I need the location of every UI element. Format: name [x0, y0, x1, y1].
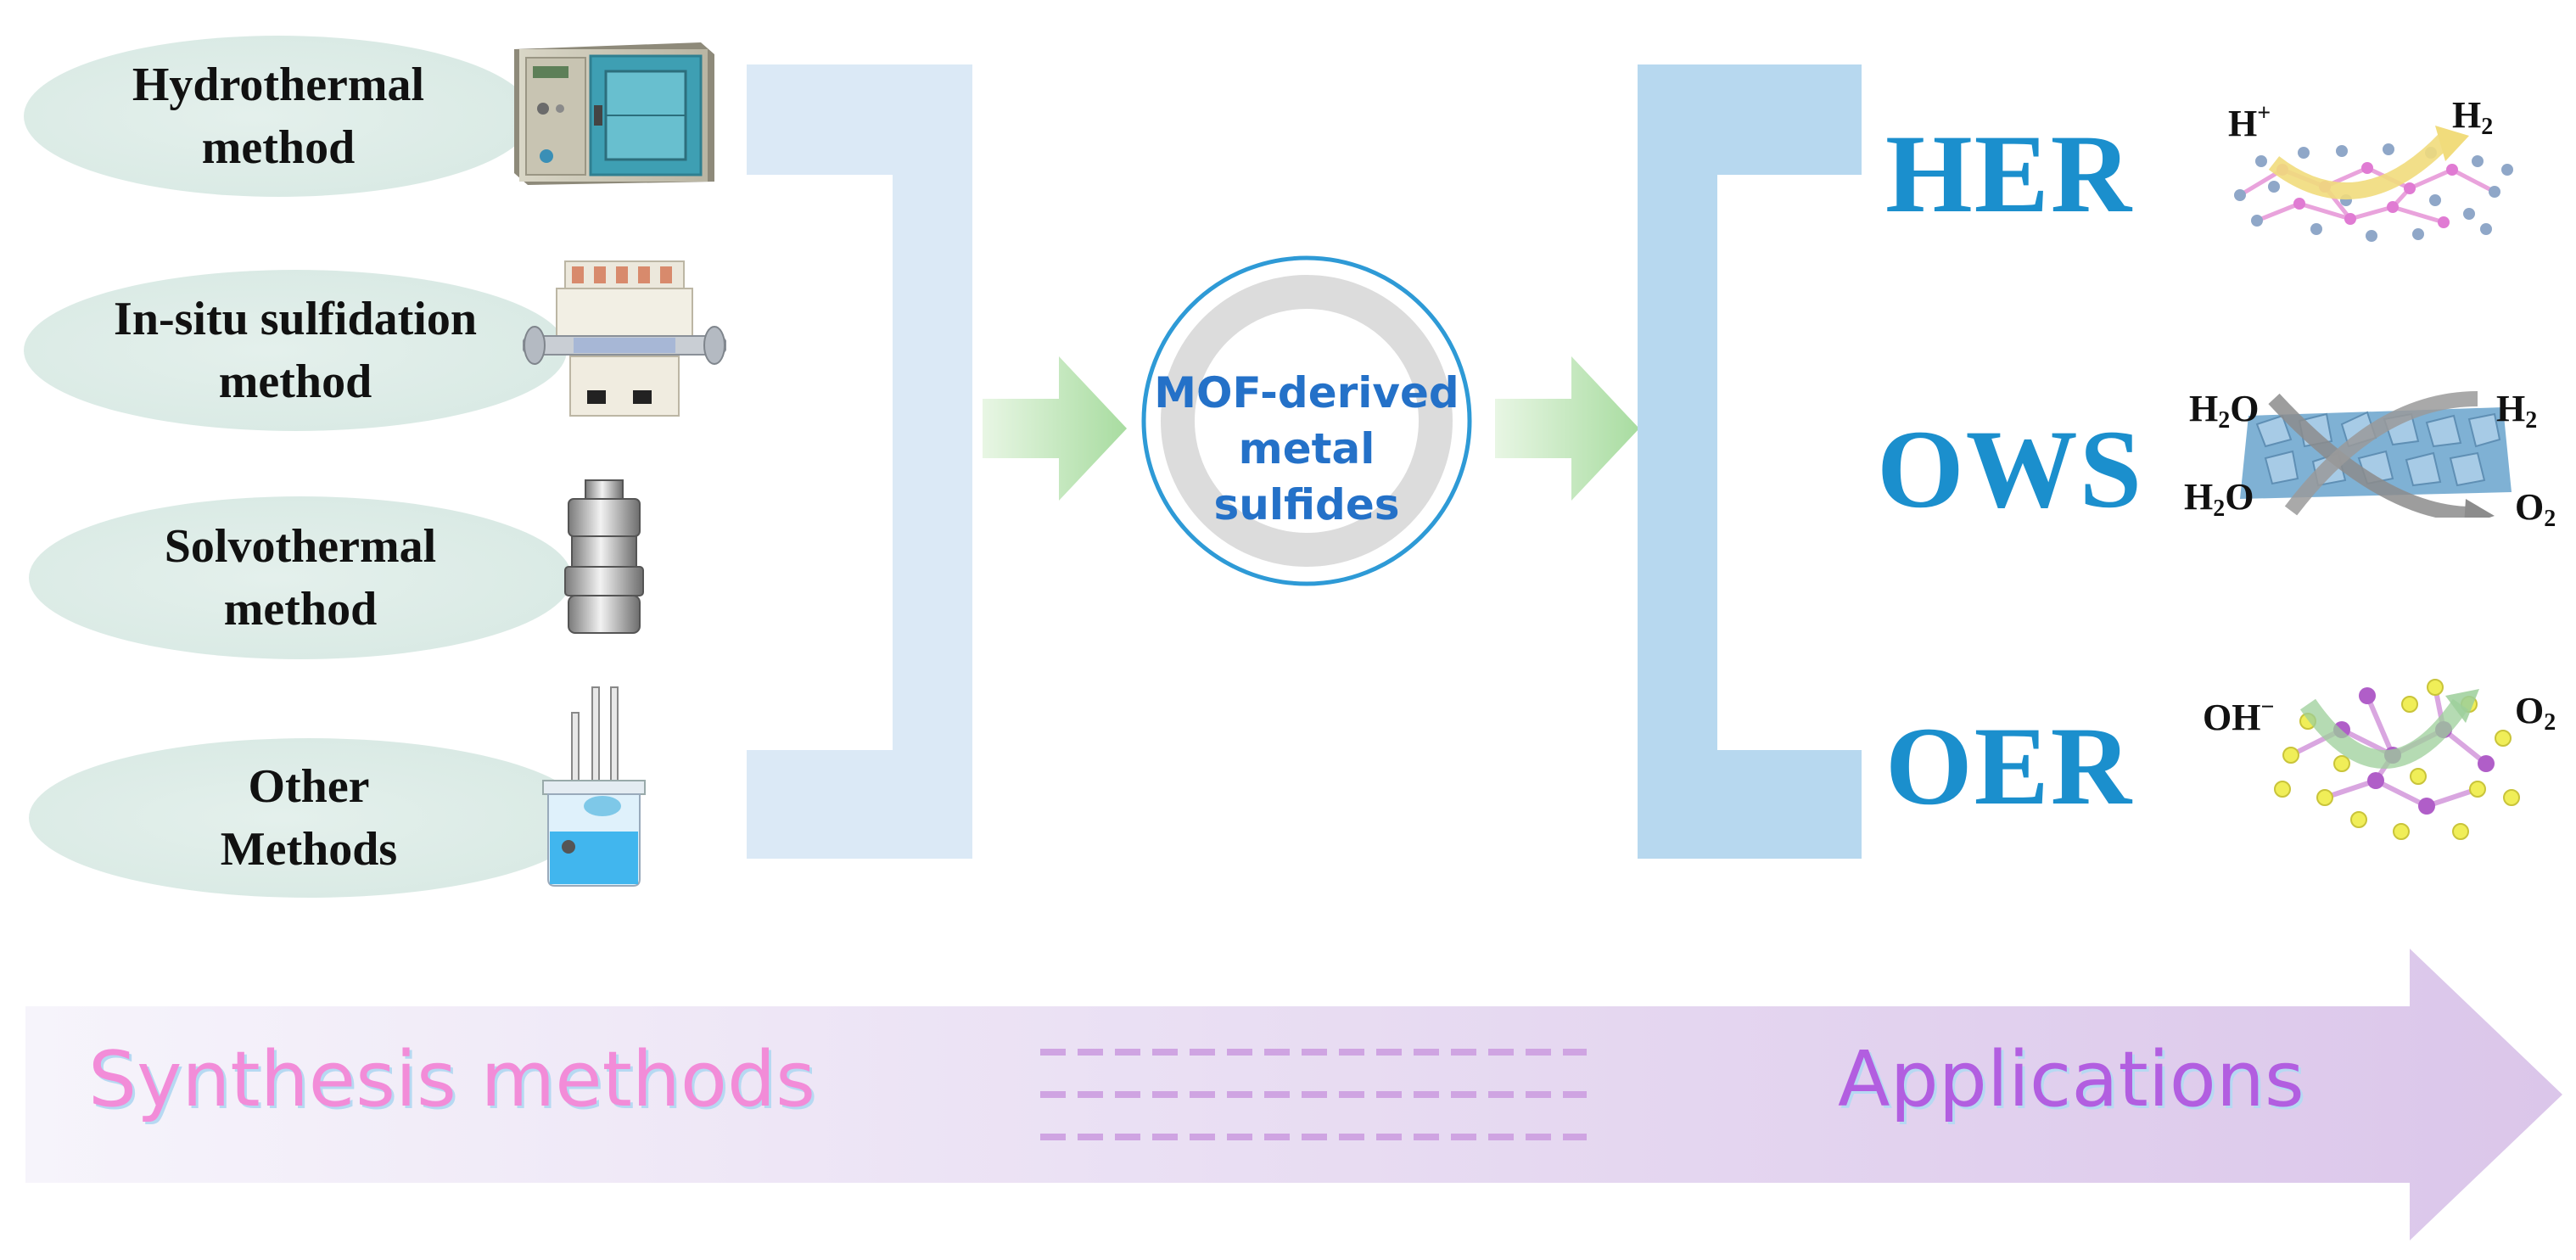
method-label: Hydrothermal: [132, 59, 425, 111]
oer-reactant-charge: −: [2260, 694, 2275, 720]
ows-reactant-top: H2O: [2189, 387, 2259, 434]
process-arrow: [25, 949, 2562, 1240]
oer-product-subscript: 2: [2544, 709, 2556, 736]
nanosheet-ows-icon: [2240, 391, 2512, 518]
footer-applications: Applications: [1838, 1035, 2304, 1124]
method-in-situ-sulfidation: In-situ sulfidation method: [24, 270, 567, 431]
ows-product-bottom: O2: [2515, 485, 2556, 533]
oer-product-symbol: O: [2515, 690, 2545, 731]
ows-reactant-top-subscript: 2: [2218, 407, 2231, 434]
method-label: method: [201, 121, 356, 174]
center-label: MOF-derived metal sulfides: [1145, 365, 1468, 533]
center-ring: [1141, 255, 1472, 586]
application-her: HER: [1885, 111, 2134, 236]
ows-reactant-top-o: O: [2230, 388, 2260, 429]
method-label: method: [218, 356, 372, 408]
her-product: H2: [2452, 93, 2493, 141]
ows-reactant-bottom: H2O: [2184, 475, 2254, 523]
left-bracket: [747, 64, 972, 859]
center-label-line1: MOF-derived: [1154, 368, 1459, 417]
molecular-structure-oer-icon: [2274, 679, 2520, 840]
right-bracket: [1638, 64, 1862, 859]
method-label: Solvothermal: [164, 520, 437, 573]
ows-reactant-bottom-h: H: [2184, 476, 2214, 518]
her-reactant-charge: +: [2257, 100, 2271, 126]
oer-product: O2: [2515, 689, 2556, 736]
center-label-line2: metal sulfides: [1213, 424, 1400, 529]
oer-reactant: OH−: [2203, 694, 2274, 739]
her-reactant-symbol: H: [2228, 103, 2258, 144]
oer-reactant-symbol: OH: [2203, 697, 2261, 738]
tube-furnace-icon: [523, 260, 726, 417]
electrochemical-cell-icon: [542, 686, 646, 887]
ows-product-bottom-symbol: O: [2515, 486, 2545, 528]
application-oer: OER: [1885, 703, 2134, 828]
method-label: Methods: [220, 823, 398, 876]
method-other: Other Methods: [29, 738, 589, 898]
molecular-structure-her-icon: [2234, 126, 2513, 242]
ows-reactant-bottom-subscript: 2: [2213, 496, 2226, 522]
ows-reactant-top-h: H: [2189, 388, 2219, 429]
ows-product-bottom-subscript: 2: [2544, 506, 2556, 532]
footer-synthesis-methods: Synthesis methods: [88, 1035, 815, 1124]
ows-product-top-subscript: 2: [2525, 407, 2538, 434]
method-solvothermal: Solvothermal method: [29, 496, 572, 659]
method-label: In-situ sulfidation: [114, 293, 477, 345]
arrow-to-applications: [1495, 356, 1639, 501]
method-hydrothermal: Hydrothermal method: [24, 36, 533, 197]
ows-reactant-bottom-o: O: [2225, 476, 2254, 518]
autoclave-icon: [564, 479, 644, 634]
oven-icon: [514, 42, 714, 185]
method-label: Other: [248, 760, 370, 813]
her-product-subscript: 2: [2481, 114, 2494, 140]
her-reactant: H+: [2228, 100, 2271, 145]
arrow-to-center: [983, 356, 1127, 501]
application-ows: OWS: [1877, 406, 2144, 531]
her-product-symbol: H: [2452, 94, 2482, 136]
method-label: method: [223, 583, 378, 636]
ows-product-top: H2: [2496, 387, 2537, 434]
ows-product-top-symbol: H: [2496, 388, 2526, 429]
